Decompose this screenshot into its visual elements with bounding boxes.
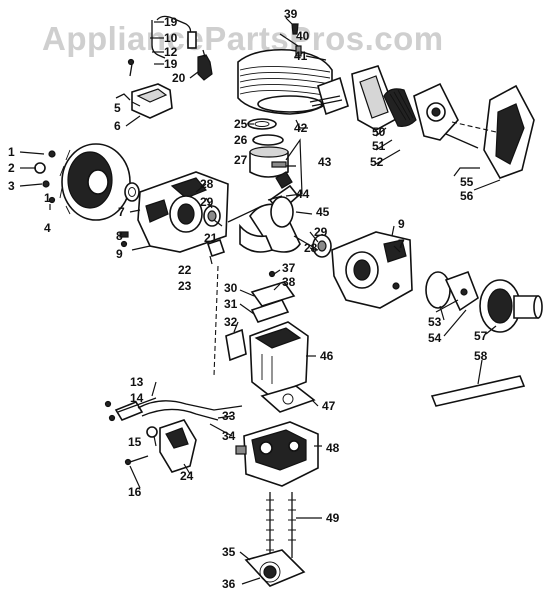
callout-41: 41 [294,49,308,63]
callout-8: 8 [116,229,123,243]
ignition-coil-group [115,15,213,119]
callout-57: 57 [474,329,488,343]
callout-47: 47 [322,399,336,413]
callout-21: 21 [204,231,218,245]
callout-9b: 9 [398,217,405,231]
callout-7b: 7 [398,237,405,251]
callout-55: 55 [460,175,474,189]
flywheel-group [34,143,140,221]
callout-39: 39 [284,7,298,21]
callout-29: 29 [200,195,214,209]
callout-51: 51 [372,139,386,153]
intake-group [206,238,309,397]
callout-42: 42 [294,121,308,135]
callout-19b: 19 [164,57,178,71]
callout-3: 3 [8,179,15,193]
watermark: AppliancePartsPros.com [42,20,444,57]
callout-40: 40 [296,29,310,43]
fuel-line-group [104,400,243,473]
callout-10: 10 [164,31,178,45]
callout-16: 16 [128,485,142,499]
callout-36: 36 [222,577,236,591]
callout-50: 50 [372,125,386,139]
callout-34: 34 [222,429,236,443]
leader-lines [19,17,501,585]
callout-5: 5 [114,101,121,115]
callout-43: 43 [318,155,332,169]
callout-30: 30 [224,281,238,295]
callout-23: 23 [178,279,192,293]
callout-56: 56 [460,189,474,203]
callout-44: 44 [296,187,310,201]
callout-53: 53 [428,315,442,329]
callout-32: 32 [224,315,238,329]
callout-29b: 29 [314,225,328,239]
callout-35: 35 [222,545,236,559]
callout-48: 48 [326,441,340,455]
callout-9: 9 [116,247,123,261]
crankshaft [227,171,319,253]
callout-28b: 28 [304,241,318,255]
callout-2: 2 [8,161,15,175]
callout-54: 54 [428,331,442,345]
callout-25: 25 [234,117,248,131]
muffler-group [309,65,535,179]
callout-38: 38 [282,275,296,289]
callout-46: 46 [320,349,334,363]
cylinder [237,23,333,115]
callout-15: 15 [128,435,142,449]
grease-tube: ⁠ [430,375,526,407]
crankcase-right [312,231,413,309]
callout-26: 26 [234,133,248,147]
callout-4: 4 [44,221,51,235]
air-filter-plate [244,549,306,587]
callout-7: 7 [118,205,125,219]
callout-13: 13 [130,375,144,389]
callout-31: 31 [224,297,238,311]
callout-20: 20 [172,71,186,85]
callout-19: 19 [164,15,178,29]
callout-24: 24 [180,469,194,483]
callout-12: 12 [164,45,178,59]
callout-14: 14 [130,391,144,405]
callout-52: 52 [370,155,384,169]
callout-6: 6 [114,119,121,133]
callout-27: 27 [234,153,248,167]
callout-33: 33 [222,409,236,423]
callout-1: 1 [8,145,15,159]
callout-37: 37 [282,261,296,275]
clutch-group [425,270,543,333]
callout-49: 49 [326,511,340,525]
callout-1b: 1 [44,191,51,205]
crankcase-left [119,171,229,253]
carburetor-group [235,385,319,560]
callout-58: 58 [474,349,488,363]
callout-labels: 19 10 12 19 20 5 6 1 2 3 1 4 7 8 9 28 29… [8,7,488,591]
callout-45: 45 [316,205,330,219]
callout-22: 22 [178,263,192,277]
piston-group [247,118,296,200]
callout-28: 28 [200,177,214,191]
